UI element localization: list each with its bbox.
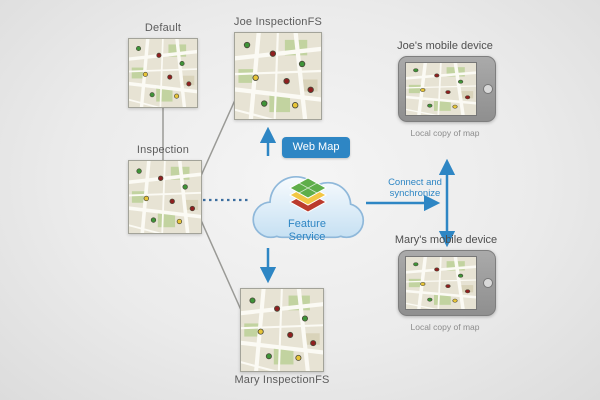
web-map-badge: Web Map (282, 137, 350, 158)
mary-device-label: Mary's mobile device (394, 234, 498, 246)
joe-device-caption: Local copy of map (410, 128, 480, 138)
mary-inspectionfs-label: Mary InspectionFS (234, 374, 330, 386)
feature-service-line2: Service (288, 231, 326, 243)
feature-service-line1: Feature (288, 218, 326, 230)
map-thumbnail-inspection (128, 160, 202, 234)
joe-tablet (398, 56, 496, 122)
inspection-label: Inspection (136, 144, 190, 156)
joe-device-label: Joe's mobile device (397, 40, 493, 52)
tablet-home-button (483, 278, 493, 288)
map-thumbnail-default (128, 38, 198, 108)
feature-service-label: Feature Service (244, 218, 370, 244)
joe-tablet-screen (405, 62, 477, 116)
mary-tablet (398, 250, 496, 316)
map-thumbnail-mary-inspectionfs (240, 288, 324, 372)
feature-service-layers-icon (288, 177, 328, 213)
joe-inspectionfs-label: Joe InspectionFS (233, 16, 323, 28)
mary-device-caption: Local copy of map (410, 322, 480, 332)
connect-synchronize-label: Connect and synchronize (388, 177, 442, 199)
default-label: Default (144, 22, 182, 34)
map-thumbnail-joe-inspectionfs (234, 32, 322, 120)
mary-tablet-screen (405, 256, 477, 310)
tablet-home-button (483, 84, 493, 94)
